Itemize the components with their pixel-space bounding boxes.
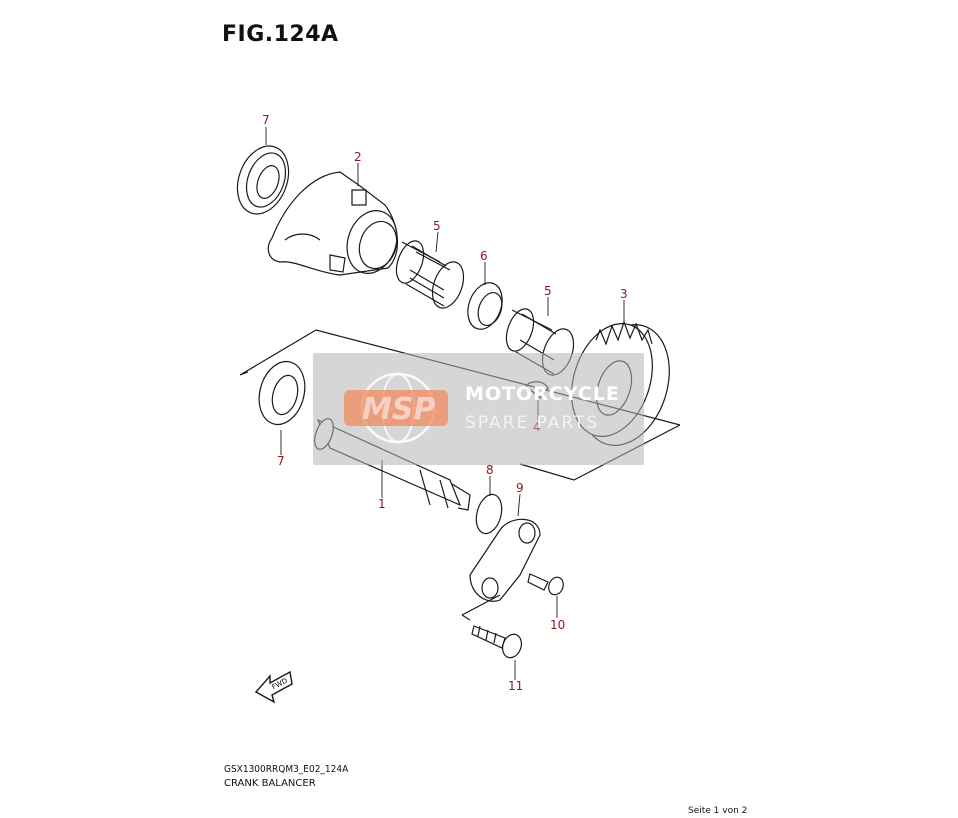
watermark-logo-text: MSP [362, 392, 436, 427]
callout-9: 9 [516, 481, 524, 495]
callout-7: 7 [262, 113, 270, 127]
needle-bearing-1 [395, 240, 465, 309]
spacer [467, 282, 503, 330]
callout-10: 10 [550, 618, 566, 632]
callout-2: 2 [354, 150, 362, 164]
leader-lines [265, 127, 625, 680]
balancer-lever [461, 518, 541, 621]
callout-3: 3 [620, 287, 628, 301]
o-ring [475, 493, 503, 535]
callout-5: 5 [544, 284, 552, 298]
watermark-logo-icon [344, 372, 448, 444]
watermark-line-1: MOTORCYCLE [465, 383, 620, 405]
oil-seal-top [236, 145, 290, 215]
callout-8: 8 [486, 463, 494, 477]
fwd-arrow: FWD [254, 670, 293, 704]
oil-seal-bottom [258, 360, 306, 426]
callout-6: 6 [480, 249, 488, 263]
bolt-small [527, 573, 564, 596]
figure-title: FIG.124A [222, 22, 339, 47]
model-code: GSX1300RRQM3_E02_124A [224, 764, 349, 775]
callout-5: 5 [433, 219, 441, 233]
watermark-line-2: SPARE PARTS [465, 413, 600, 433]
bolt-long [471, 625, 523, 659]
diagram-name: CRANK BALANCER [224, 778, 316, 789]
page-indicator: Seite 1 von 2 [688, 806, 748, 816]
callout-7: 7 [277, 454, 285, 468]
balancer-housing [267, 171, 399, 276]
callout-1: 1 [378, 497, 386, 511]
callout-11: 11 [508, 679, 524, 693]
